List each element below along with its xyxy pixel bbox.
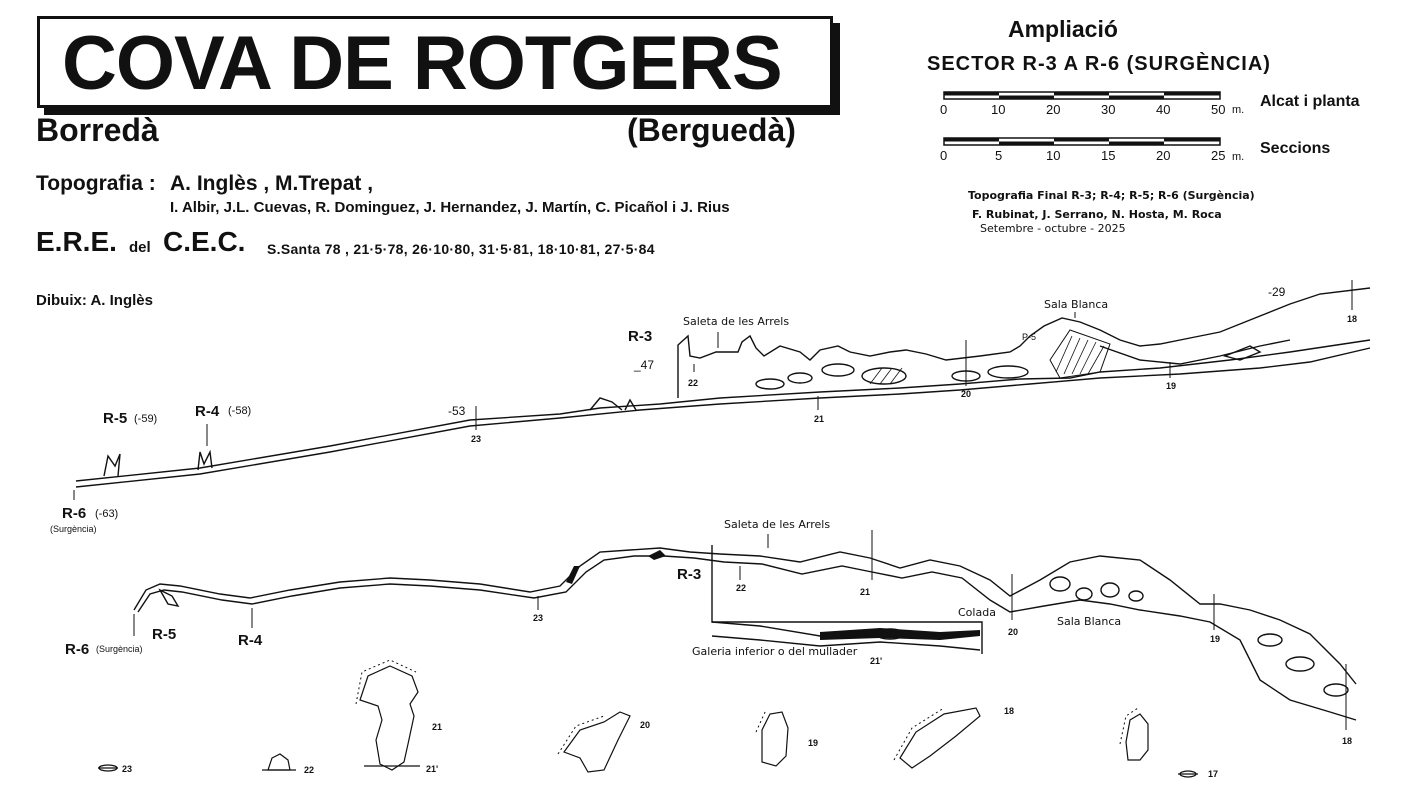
scale-plan-unit: m.: [1232, 104, 1245, 116]
topography-main: A. Inglès , M.Trepat ,: [170, 172, 374, 195]
plan-station-21: 21: [860, 587, 871, 597]
scale-section-tick-0: 0: [940, 148, 948, 163]
section-17b: [1125, 713, 1149, 761]
scale-plan-tick-40: 40: [1156, 102, 1171, 117]
plan-r6-note: (Surgència): [96, 644, 143, 654]
scale-plan-label: Alcat i planta: [1260, 93, 1360, 110]
scale-plan-tick-20: 20: [1046, 102, 1061, 117]
scale-plan-tick-0: 0: [940, 102, 948, 117]
plan-galeria-label: Galeria inferior o del mullader: [692, 645, 858, 658]
section-label-22: 22: [304, 765, 315, 775]
profile-r3-label: R-3: [628, 328, 653, 345]
profile-station-19: 19: [1166, 381, 1177, 391]
scale-section-tick-25: 25: [1211, 148, 1226, 163]
section-18: [899, 707, 981, 769]
region: (Berguedà): [627, 112, 796, 148]
scale-section-tick-10: 10: [1046, 148, 1061, 163]
plan-station-22: 22: [736, 583, 747, 593]
drawing-credit: Dibuix: A. Inglès: [36, 292, 153, 309]
dark-passages: [566, 550, 980, 640]
plan-r5-label: R-5: [152, 626, 177, 643]
final-topography-credit: Topografia Final R-3; R-4; R-5; R-6 (Sur…: [968, 189, 1255, 202]
profile-saleta-label: Saleta de les Arrels: [683, 315, 790, 328]
section-label-21-prime: 21': [426, 764, 439, 774]
plan-station-18: 18: [1342, 736, 1353, 746]
sector-title: SECTOR R-3 A R-6 (SURGÈNCIA): [927, 53, 1271, 75]
cave-profile: [73, 280, 1371, 500]
scale-bar-plan: [943, 91, 1221, 100]
profile-sala-blanca-label: Sala Blanca: [1044, 298, 1109, 311]
profile-depth-53: -53: [448, 404, 466, 418]
plan-saleta-label: Saleta de les Arrels: [724, 518, 831, 531]
topography-label: Topografia :: [36, 172, 156, 195]
plan-r3-label: R-3: [677, 566, 702, 583]
cave-plan: [133, 530, 1357, 730]
del-label: del: [129, 239, 151, 256]
profile-station-21: 21: [814, 414, 825, 424]
survey-dates: S.Santa 78 , 21·5·78, 26·10·80, 31·5·81,…: [267, 241, 655, 257]
final-topography-authors: F. Rubinat, J. Serrano, N. Hosta, M. Roc…: [972, 208, 1222, 221]
profile-station-22: 22: [688, 378, 699, 388]
plan-station-20: 20: [1008, 627, 1019, 637]
profile-station-23: 23: [471, 434, 482, 444]
profile-depth-29: -29: [1268, 285, 1286, 299]
plan-station-19: 19: [1210, 634, 1221, 644]
scale-bar-section: [943, 137, 1221, 146]
profile-station-18: 18: [1347, 314, 1358, 324]
title-box: COVA DE ROTGERS: [37, 16, 833, 108]
profile-r6-label: R-6: [62, 505, 87, 522]
ere-label: E.R.E.: [36, 226, 117, 257]
plan-sala-blanca-label: Sala Blanca: [1057, 615, 1122, 628]
profile-r5-label: R-5: [103, 410, 128, 427]
section-19: [761, 711, 789, 767]
profile-r6-depth: (-63): [95, 508, 119, 520]
extension-title: Ampliació: [1008, 16, 1118, 42]
profile-r4-label: R-4: [195, 403, 220, 420]
plan-station-21-prime: 21': [870, 656, 883, 666]
scale-section-tick-15: 15: [1101, 148, 1116, 163]
section-label-17: 17: [1208, 769, 1219, 779]
section-21: [359, 665, 419, 771]
section-label-21: 21: [432, 722, 443, 732]
municipality: Borredà: [36, 112, 159, 148]
profile-r5-depth: (-59): [134, 413, 158, 425]
profile-r4-depth: (-58): [228, 405, 252, 417]
scale-plan-tick-10: 10: [991, 102, 1006, 117]
section-20: [563, 711, 631, 773]
final-topography-date: Setembre - octubre - 2025: [980, 222, 1126, 235]
profile-depth-47: _47: [634, 358, 655, 372]
hatching: [869, 335, 1105, 385]
section-label-20: 20: [640, 720, 651, 730]
profile-r6-note: (Surgència): [50, 524, 97, 534]
section-label-19: 19: [808, 738, 819, 748]
plan-r4-label: R-4: [238, 632, 263, 649]
cross-sections: [98, 665, 1198, 778]
scale-section-label: Seccions: [1260, 140, 1331, 157]
plan-colada-label: Colada: [958, 606, 996, 619]
scale-section-tick-20: 20: [1156, 148, 1171, 163]
cave-title: COVA DE ROTGERS: [62, 21, 783, 106]
plan-station-23: 23: [533, 613, 544, 623]
scale-plan-tick-30: 30: [1101, 102, 1116, 117]
section-label-23: 23: [122, 764, 133, 774]
section-dashes: [355, 659, 1139, 761]
scale-section-tick-5: 5: [995, 148, 1003, 163]
topography-others: I. Albir, J.L. Cuevas, R. Dominguez, J. …: [170, 199, 730, 216]
plan-r6-label: R-6: [65, 641, 90, 658]
cec-label: C.E.C.: [163, 226, 246, 257]
profile-station-20: 20: [961, 389, 972, 399]
scale-plan-tick-50: 50: [1211, 102, 1226, 117]
section-22: [267, 753, 291, 771]
section-label-18: 18: [1004, 706, 1015, 716]
profile-p5: P-5: [1022, 332, 1037, 342]
scale-section-unit: m.: [1232, 151, 1245, 163]
